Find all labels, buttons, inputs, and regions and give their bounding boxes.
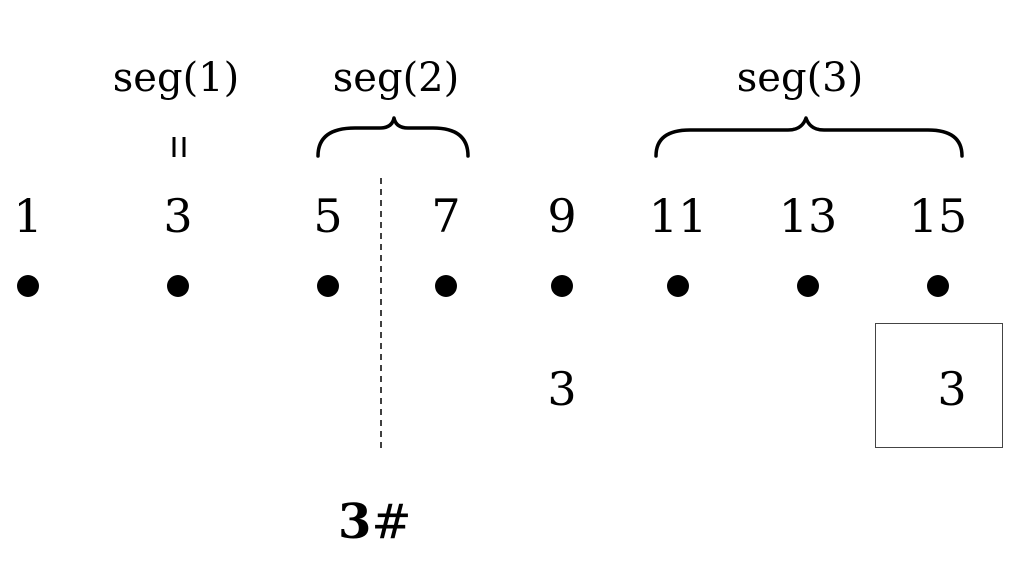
point-dot-11	[667, 275, 689, 297]
seg-3-label: seg(3)	[736, 55, 864, 101]
point-label-7: 7	[431, 189, 461, 243]
equals-mark	[172, 137, 186, 157]
point-dot-1	[17, 275, 39, 297]
point-label-11: 11	[648, 189, 708, 243]
point-dot-5	[317, 275, 339, 297]
middle-value: 3	[547, 362, 577, 416]
point-dot-13	[797, 275, 819, 297]
seg-2-brace	[316, 116, 470, 158]
bottom-label-rest: #	[371, 494, 412, 550]
point-label-5: 5	[313, 189, 343, 243]
seg-3-brace	[654, 116, 964, 158]
seg-1-label: seg(1)	[112, 55, 240, 101]
point-label-15: 15	[908, 189, 968, 243]
point-label-13: 13	[778, 189, 838, 243]
result-box	[875, 323, 1003, 448]
point-label-1: 1	[13, 189, 43, 243]
point-dot-9	[551, 275, 573, 297]
seg-2-label: seg(2)	[332, 55, 460, 101]
bottom-label: 3#	[338, 498, 412, 546]
point-dot-15	[927, 275, 949, 297]
point-dot-3	[167, 275, 189, 297]
point-label-3: 3	[163, 189, 193, 243]
point-label-9: 9	[547, 189, 577, 243]
point-dot-7	[435, 275, 457, 297]
bottom-label-bold: 3	[338, 494, 372, 550]
boxed-value: 3	[937, 362, 967, 416]
